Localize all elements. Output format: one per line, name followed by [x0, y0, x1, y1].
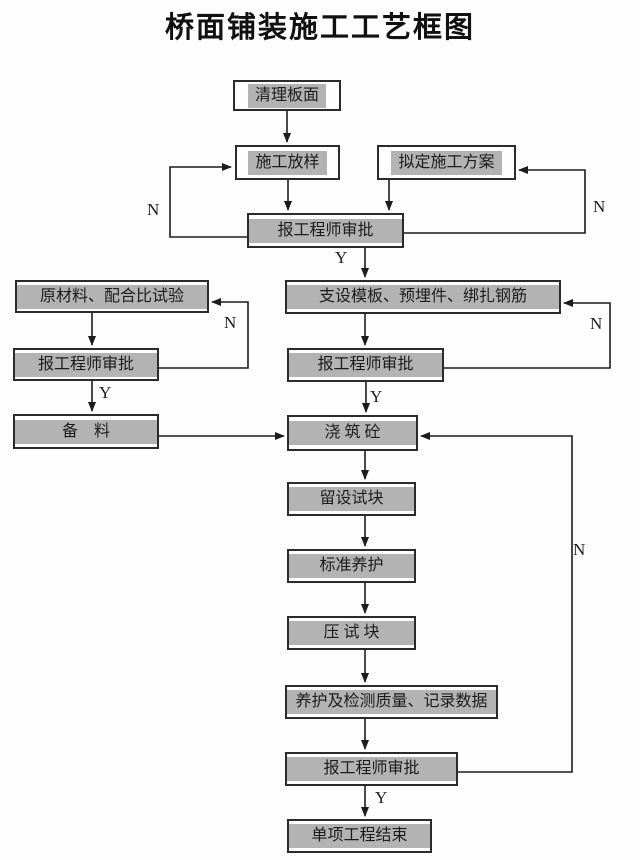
step-engineer-approval-2-label: 报工程师审批	[15, 352, 157, 377]
branch-label-no-to-material-test: N	[224, 313, 237, 332]
step-single-project-finished: 单项工程结束	[287, 819, 432, 853]
step-engineer-approval-3-label: 报工程师审批	[289, 353, 442, 377]
step-engineer-approval-3: 报工程师审批	[287, 348, 444, 382]
step-engineer-approval-4: 报工程师审批	[285, 752, 458, 786]
step-prepare-materials-label: 备 料	[15, 419, 157, 444]
branch-label-yes-to-formwork: Y	[335, 248, 348, 267]
branch-label-no-to-setting-out: N	[147, 200, 160, 219]
step-pour-concrete: 浇 筑 砼	[287, 415, 418, 451]
step-formwork-embeds-rebar: 支设模板、预埋件、绑扎钢筋	[285, 280, 561, 314]
step-single-project-finished-label: 单项工程结束	[289, 824, 430, 848]
step-construction-setting-out-label: 施工放样	[248, 150, 327, 175]
step-curing-quality-inspection-label: 养护及检测质量、记录数据	[287, 690, 496, 714]
step-prepare-materials: 备 料	[13, 414, 159, 449]
step-clean-deck-surface-label: 清理板面	[247, 83, 326, 108]
step-press-test-blocks-label: 压 试 块	[289, 621, 414, 645]
step-standard-curing-label: 标准养护	[289, 554, 414, 578]
branch-label-yes-to-prepare-materials: Y	[99, 383, 112, 402]
step-engineer-approval-4-label: 报工程师审批	[287, 757, 456, 781]
branch-label-no-to-pour-concrete: N	[573, 540, 586, 559]
step-raw-material-mix-test: 原材料、配合比试验	[15, 280, 209, 313]
step-draft-construction-plan-label: 拟定施工方案	[391, 150, 502, 175]
step-reserve-test-blocks-label: 留设试块	[289, 487, 414, 511]
page-title: 桥面铺装施工工艺框图	[164, 12, 475, 44]
step-pour-concrete-label: 浇 筑 砼	[289, 421, 416, 445]
step-draft-construction-plan: 拟定施工方案	[377, 145, 516, 180]
step-raw-material-mix-test-label: 原材料、配合比试验	[17, 284, 207, 309]
step-curing-quality-inspection: 养护及检测质量、记录数据	[285, 685, 498, 719]
branch-label-yes-to-pour-concrete: Y	[370, 387, 383, 406]
step-engineer-approval-1-label: 报工程师审批	[249, 218, 402, 243]
step-press-test-blocks: 压 试 块	[287, 616, 416, 650]
step-engineer-approval-1: 报工程师审批	[247, 213, 404, 248]
step-clean-deck-surface: 清理板面	[233, 80, 341, 111]
step-reserve-test-blocks: 留设试块	[287, 482, 416, 516]
step-engineer-approval-2: 报工程师审批	[13, 348, 159, 381]
branch-label-yes-to-project-finish: Y	[375, 788, 388, 807]
branch-label-no-to-formwork: N	[590, 314, 603, 333]
branch-label-no-to-draft-plan: N	[593, 197, 606, 216]
step-formwork-embeds-rebar-label: 支设模板、预埋件、绑扎钢筋	[287, 285, 559, 309]
step-construction-setting-out: 施工放样	[235, 145, 340, 180]
step-standard-curing: 标准养护	[287, 549, 416, 583]
